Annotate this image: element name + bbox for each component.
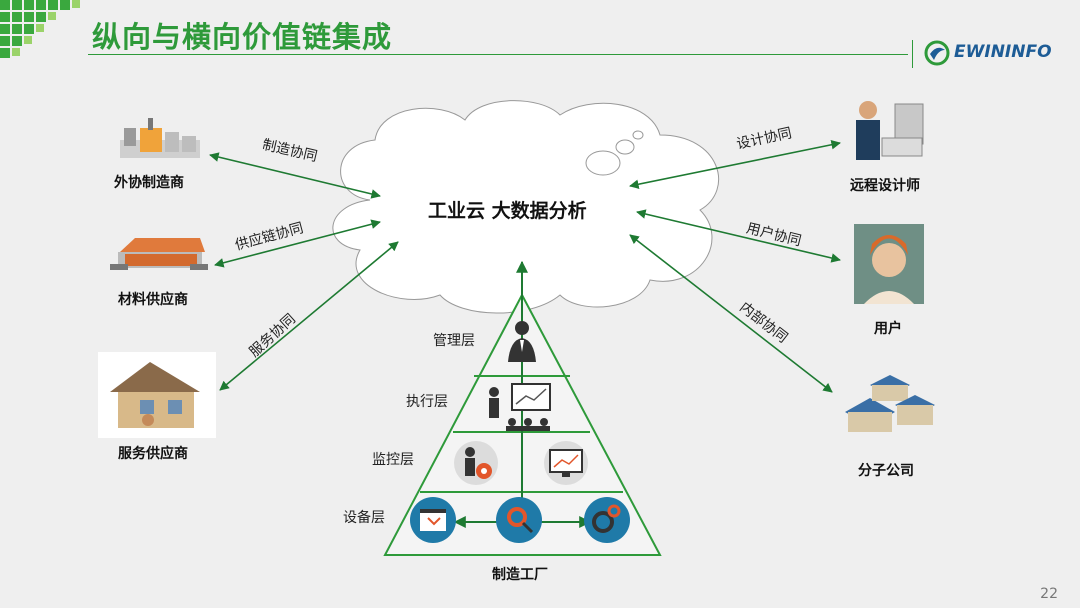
factory-icon xyxy=(120,118,200,158)
node-subsidiary: 分子公司 xyxy=(858,463,914,479)
node-outsourced-manufacturer: 外协制造商 xyxy=(114,175,184,191)
node-service-supplier: 服务供应商 xyxy=(118,446,188,462)
brand-logo-text: EWININFO xyxy=(954,42,1052,62)
pyramid-base-label: 制造工厂 xyxy=(492,567,548,583)
arrow-design xyxy=(629,140,841,189)
subsidiary-icon xyxy=(845,375,935,432)
arrow-internal xyxy=(629,234,833,393)
node-material-supplier: 材料供应商 xyxy=(118,292,188,308)
designer-icon xyxy=(856,101,924,160)
corner-decoration xyxy=(0,0,80,58)
cloud-shape xyxy=(332,100,719,314)
node-remote-designer: 远程设计师 xyxy=(850,178,920,194)
header-divider xyxy=(88,54,908,55)
layer-execution: 执行层 xyxy=(406,394,448,410)
page-title: 纵向与横向价值链集成 xyxy=(92,20,393,54)
arrow-service xyxy=(219,241,399,391)
monitor-chart-icon xyxy=(544,441,588,485)
center-label: 工业云 大数据分析 xyxy=(428,200,587,222)
device-window-icon xyxy=(410,497,456,543)
warehouse-icon xyxy=(110,238,208,270)
user-icon xyxy=(854,224,924,304)
executive-presentation-icon xyxy=(489,383,551,431)
house-icon xyxy=(98,352,216,438)
node-user: 用户 xyxy=(874,321,902,337)
monitor-person-gear-icon xyxy=(454,441,498,485)
header-divider-vertical xyxy=(912,40,913,68)
brand-logo-icon xyxy=(924,40,950,66)
device-gears-icon xyxy=(584,497,630,543)
arrow-manufacturing xyxy=(209,152,381,199)
layer-monitoring: 监控层 xyxy=(372,452,414,468)
manager-icon xyxy=(508,321,536,362)
page-number: 22 xyxy=(1040,586,1058,602)
device-gear-search-icon xyxy=(496,497,542,543)
layer-device: 设备层 xyxy=(343,510,385,526)
layer-management: 管理层 xyxy=(433,333,475,349)
